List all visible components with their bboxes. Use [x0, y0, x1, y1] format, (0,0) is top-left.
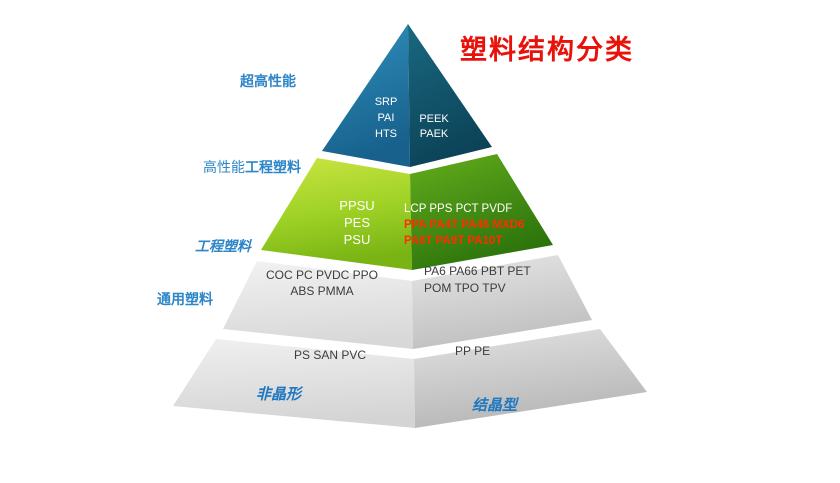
tier2-left-face — [261, 158, 412, 270]
side-label-engineering-plastics: 工程塑料 — [195, 238, 251, 254]
material-line-highlighted: PPA PA4T PA46 MXD6 — [404, 219, 525, 231]
tier4-left-text: PS SAN PVC — [270, 348, 390, 362]
diagram-title: 塑料结构分类 — [460, 35, 634, 65]
tier2-left-text: PPSU PES PSU — [317, 197, 397, 248]
tier1-left-face — [322, 24, 410, 167]
material-line: POM TPO TPV — [424, 281, 506, 295]
material-line-highlighted: PA6T PA9T PA10T — [404, 235, 503, 247]
material-line: SRP — [374, 96, 398, 108]
tier2-right-face — [410, 154, 553, 270]
base-label-amorphous: 非晶形 — [256, 386, 302, 403]
tier3-right-text: PA6 PA66 PBT PET POM TPO TPV — [424, 263, 564, 297]
tier4-left-face — [173, 339, 415, 428]
tier1-left-text: SRP PAI HTS — [346, 94, 426, 142]
tier4-right-text: PP PE — [455, 344, 535, 358]
material-line: HTS — [375, 128, 397, 140]
material-line: COC PC PVDC PPO — [265, 268, 379, 282]
side-label-high-performance-prefix: 高性能 — [203, 159, 245, 175]
material-line: LCP PPS PCT PVDF — [404, 203, 513, 215]
material-line: PPSU — [339, 198, 375, 213]
material-line: PES — [343, 215, 370, 230]
tier1-right-face — [408, 24, 492, 167]
side-label-ultra-high-performance: 超高性能 — [240, 73, 296, 89]
tier4-right-face — [414, 329, 647, 428]
side-label-high-performance-engineering: 高性能工程塑料 — [203, 157, 301, 177]
tier3-right-face — [412, 255, 592, 349]
material-line: PA6 PA66 PBT PET — [424, 264, 531, 278]
tier3-left-face — [223, 261, 413, 349]
material-line: PS SAN PVC — [293, 348, 367, 362]
base-label-crystalline: 结晶型 — [472, 397, 518, 414]
side-label-high-performance-bold: 工程塑料 — [245, 159, 301, 175]
tier2-right-text: LCP PPS PCT PVDF PPA PA4T PA46 MXD6 PA6T… — [404, 201, 539, 249]
tier1-right-text: PEEK PAEK — [399, 112, 469, 142]
material-line: PAEK — [419, 128, 449, 140]
material-line: PEEK — [419, 113, 449, 125]
material-line: ABS PMMA — [290, 284, 354, 298]
material-line: PP PE — [455, 344, 491, 358]
material-line: PAI — [377, 112, 395, 124]
material-line: PSU — [343, 232, 371, 247]
tier3-left-text: COC PC PVDC PPO ABS PMMA — [252, 267, 392, 299]
side-label-general-plastics: 通用塑料 — [157, 291, 213, 307]
